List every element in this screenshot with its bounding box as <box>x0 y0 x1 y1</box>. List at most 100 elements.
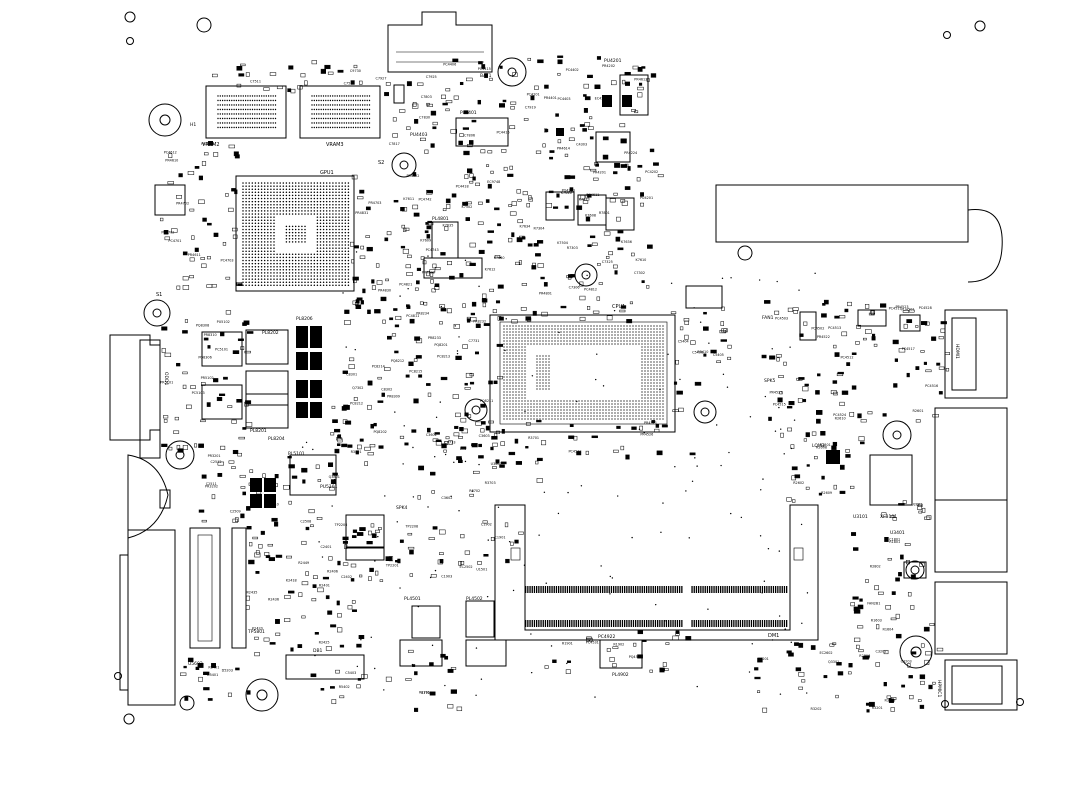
cpu-ball <box>575 409 577 411</box>
via <box>458 336 460 338</box>
gpu-ball <box>273 265 275 268</box>
gpu-ball <box>325 244 328 246</box>
gpu-ball <box>325 272 328 274</box>
gpu-ball <box>273 262 275 265</box>
smd-footprint <box>255 571 260 574</box>
smd-footprint <box>534 85 539 90</box>
smd-footprint <box>883 681 887 687</box>
gpu-ball <box>338 244 340 246</box>
gpu-ball <box>242 244 244 246</box>
cpu-ball <box>602 403 604 405</box>
smd-footprint <box>625 454 630 460</box>
gpu-ball <box>288 188 291 190</box>
smd-footprint <box>269 642 276 645</box>
smd-footprint <box>453 432 460 437</box>
cpu-ball <box>656 388 658 390</box>
vram-ball <box>361 104 364 106</box>
via <box>478 463 480 466</box>
smd-footprint <box>202 217 207 222</box>
smd-footprint <box>356 643 362 648</box>
smd-footprint <box>450 667 457 670</box>
gpu-ball <box>304 185 306 187</box>
gpu-ball <box>267 200 269 203</box>
smd-footprint <box>469 140 474 145</box>
cpu-ball <box>653 352 655 354</box>
cpu-ball <box>524 397 526 399</box>
cpu-ball <box>659 346 661 348</box>
smd-footprint <box>637 92 643 98</box>
cpu-ball <box>644 397 646 399</box>
cpu-ball <box>662 367 664 369</box>
gpu-ball <box>319 250 322 252</box>
gpu-ball <box>291 269 294 271</box>
gpu-ball <box>332 250 334 252</box>
gpu-ball <box>335 228 337 231</box>
smd-footprint <box>365 206 371 211</box>
vram-ball <box>343 113 345 115</box>
cpu-ball <box>596 340 598 342</box>
refdes-label: PR4701 <box>201 142 214 146</box>
cpu-ball <box>521 364 523 366</box>
gpu-ball <box>325 219 328 221</box>
via <box>600 565 602 567</box>
refdes-label: PR4613 <box>634 77 647 81</box>
via <box>431 644 434 647</box>
smd-footprint <box>367 404 372 410</box>
smd-footprint <box>455 412 461 418</box>
refdes-label: R1801 <box>889 540 900 544</box>
vram-ball <box>228 99 231 102</box>
dimm-pin <box>635 586 637 593</box>
gpu-ball <box>260 284 263 287</box>
smd-footprint <box>400 245 406 249</box>
smd-footprint <box>593 177 599 181</box>
smd-footprint <box>243 320 250 325</box>
gpu-ball <box>282 213 285 215</box>
gpu-ball <box>307 281 309 283</box>
refdes-label: K7646 <box>561 191 572 195</box>
vram-ball <box>313 99 315 102</box>
dimm-pin <box>615 620 617 627</box>
smd-footprint <box>343 405 350 410</box>
cpu-ball <box>536 367 538 369</box>
refdes-label: PC4532 <box>569 449 582 453</box>
cpu-ball <box>650 400 652 402</box>
gpu-ball <box>325 275 328 277</box>
cpu-ball <box>599 412 601 414</box>
smd-footprint <box>612 646 619 649</box>
cpu-ball <box>650 376 652 378</box>
cpu-ball <box>512 406 514 408</box>
gpu-ball <box>245 241 247 243</box>
smd-footprint <box>183 665 187 669</box>
gpu-ball <box>257 278 260 280</box>
smd-footprint <box>580 195 586 200</box>
vram-ball <box>361 108 364 111</box>
smd-footprint <box>585 450 589 455</box>
smd-footprint <box>369 567 374 572</box>
smd-footprint <box>443 449 447 453</box>
smd-footprint <box>240 513 245 519</box>
gpu-ball <box>257 194 260 197</box>
smd-footprint <box>595 163 599 167</box>
gpu-ball <box>288 269 291 271</box>
gpu-ball <box>322 247 325 249</box>
cpu-ball <box>554 406 556 408</box>
smd-footprint <box>425 222 429 225</box>
vram-ball <box>265 95 267 97</box>
gpu-ball <box>285 275 288 277</box>
gpu-ball <box>338 210 340 212</box>
cpu-ball <box>512 394 514 396</box>
cpu-ball <box>506 325 508 327</box>
cpu-ball <box>644 403 646 405</box>
cpu-ball <box>626 328 628 330</box>
vram-ball <box>311 122 313 124</box>
dimm-pin <box>553 620 555 627</box>
vram-ball <box>267 104 270 106</box>
gpu-ball <box>282 203 285 206</box>
gpu-ball <box>242 278 244 280</box>
smd-footprint <box>176 285 181 290</box>
gpu-ball <box>344 203 347 206</box>
dimm-pin <box>768 620 770 627</box>
smd-footprint <box>672 635 679 641</box>
gpu-ball <box>307 253 309 256</box>
refdes-label: Q3801 <box>329 475 340 479</box>
